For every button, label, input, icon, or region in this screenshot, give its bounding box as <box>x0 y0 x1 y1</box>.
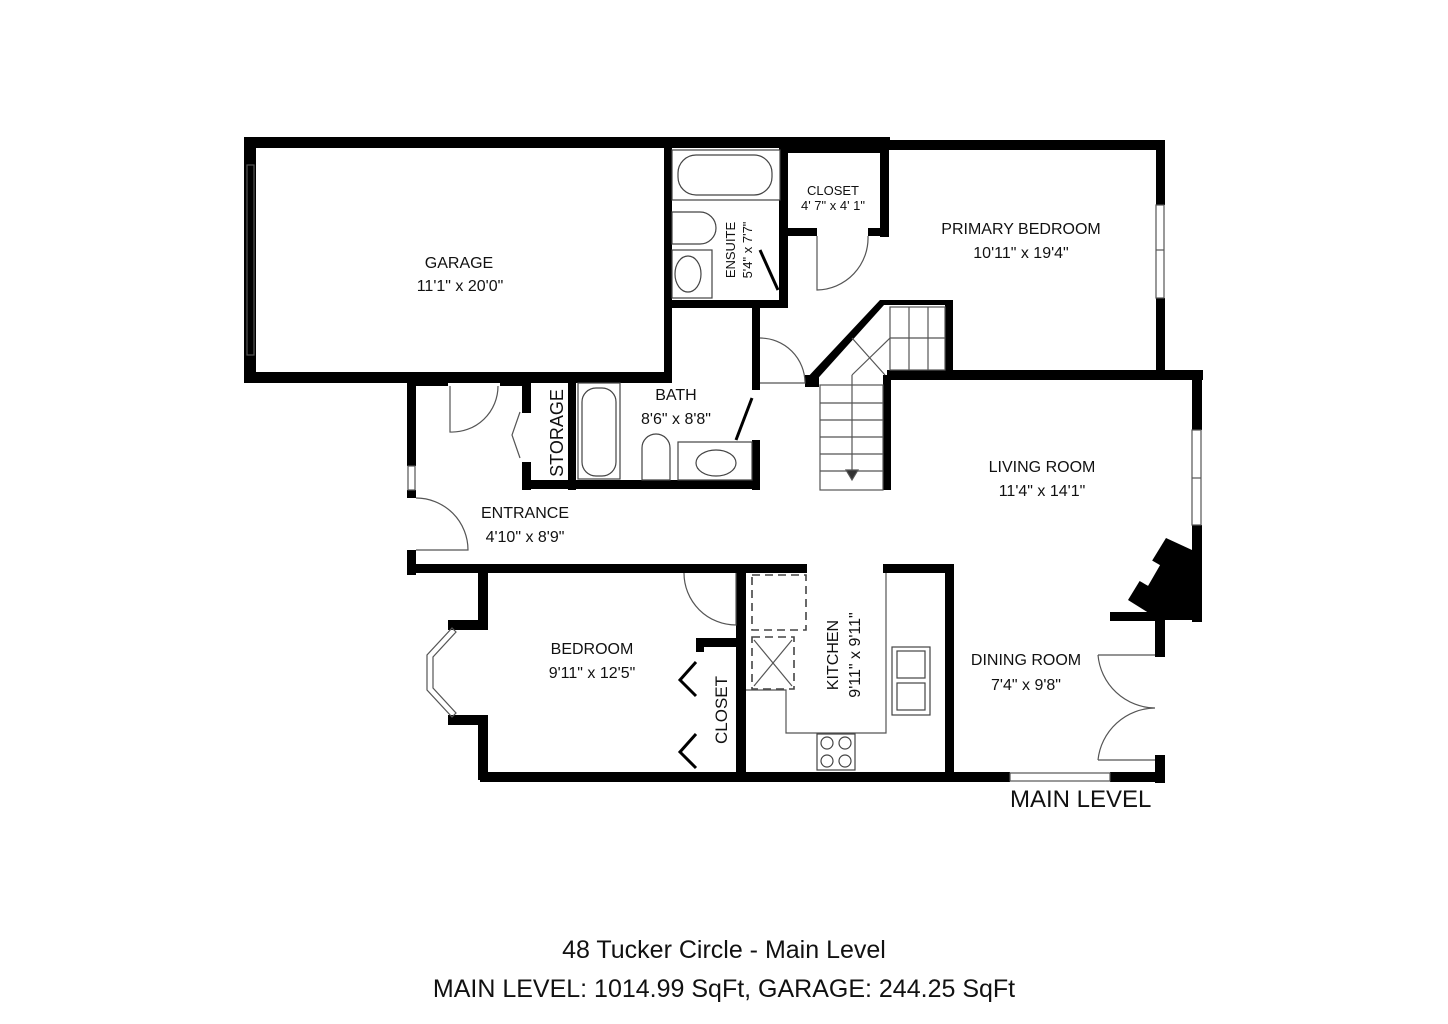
fridge-outline-icon <box>751 574 807 690</box>
stairs-icon <box>819 306 946 491</box>
room-dims-closet-primary: 4' 7" x 4' 1" <box>801 198 865 213</box>
room-name-kitchen: KITCHEN <box>825 620 842 690</box>
room-name-garage: GARAGE <box>425 255 493 272</box>
sink-icon <box>671 249 753 481</box>
room-dims-entrance: 4'10" x 8'9" <box>486 529 565 546</box>
room-dims-dining-room: 7'4" x 9'8" <box>991 677 1061 694</box>
room-name-storage: STORAGE <box>547 389 567 477</box>
room-name-bath: BATH <box>655 387 696 404</box>
footer-area-summary: MAIN LEVEL: 1014.99 SqFt, GARAGE: 244.25… <box>432 975 1016 1003</box>
room-dims-garage: 11'1" x 20'0" <box>417 278 504 295</box>
bathtub-icon <box>577 149 781 480</box>
room-dims-kitchen: 9'11" x 9'11" <box>847 612 864 697</box>
room-dims-bedroom: 9'11" x 12'5" <box>549 665 636 682</box>
room-name-primary-bedroom: PRIMARY BEDROOM <box>941 221 1100 238</box>
room-name-entrance: ENTRANCE <box>481 505 569 522</box>
room-dims-primary-bedroom: 10'11" x 19'4" <box>973 245 1068 262</box>
door-swing-icon <box>415 235 1156 770</box>
room-dims-ensuite: 5'4" x 7'7" <box>740 221 755 278</box>
room-name-living-room: LIVING ROOM <box>989 459 1096 476</box>
room-name-dining-room: DINING ROOM <box>971 652 1081 669</box>
room-dims-bath: 8'6" x 8'8" <box>641 411 711 428</box>
room-name-bedroom: BEDROOM <box>551 641 634 658</box>
room-name-closet-bedroom: CLOSET <box>712 676 731 744</box>
room-dims-living-room: 11'4" x 14'1" <box>999 483 1086 500</box>
stove-icon <box>816 733 856 771</box>
room-name-closet-primary: CLOSET <box>807 183 859 198</box>
walls <box>244 137 1203 783</box>
footer-title: 48 Tucker Circle - Main Level <box>562 936 886 964</box>
window-icon <box>246 164 1202 782</box>
room-name-ensuite: ENSUITE <box>723 222 738 279</box>
toilet-icon <box>641 211 717 481</box>
double-sink-icon <box>891 646 931 716</box>
level-label: MAIN LEVEL <box>1010 786 1152 813</box>
kitchen-counter <box>746 573 887 734</box>
